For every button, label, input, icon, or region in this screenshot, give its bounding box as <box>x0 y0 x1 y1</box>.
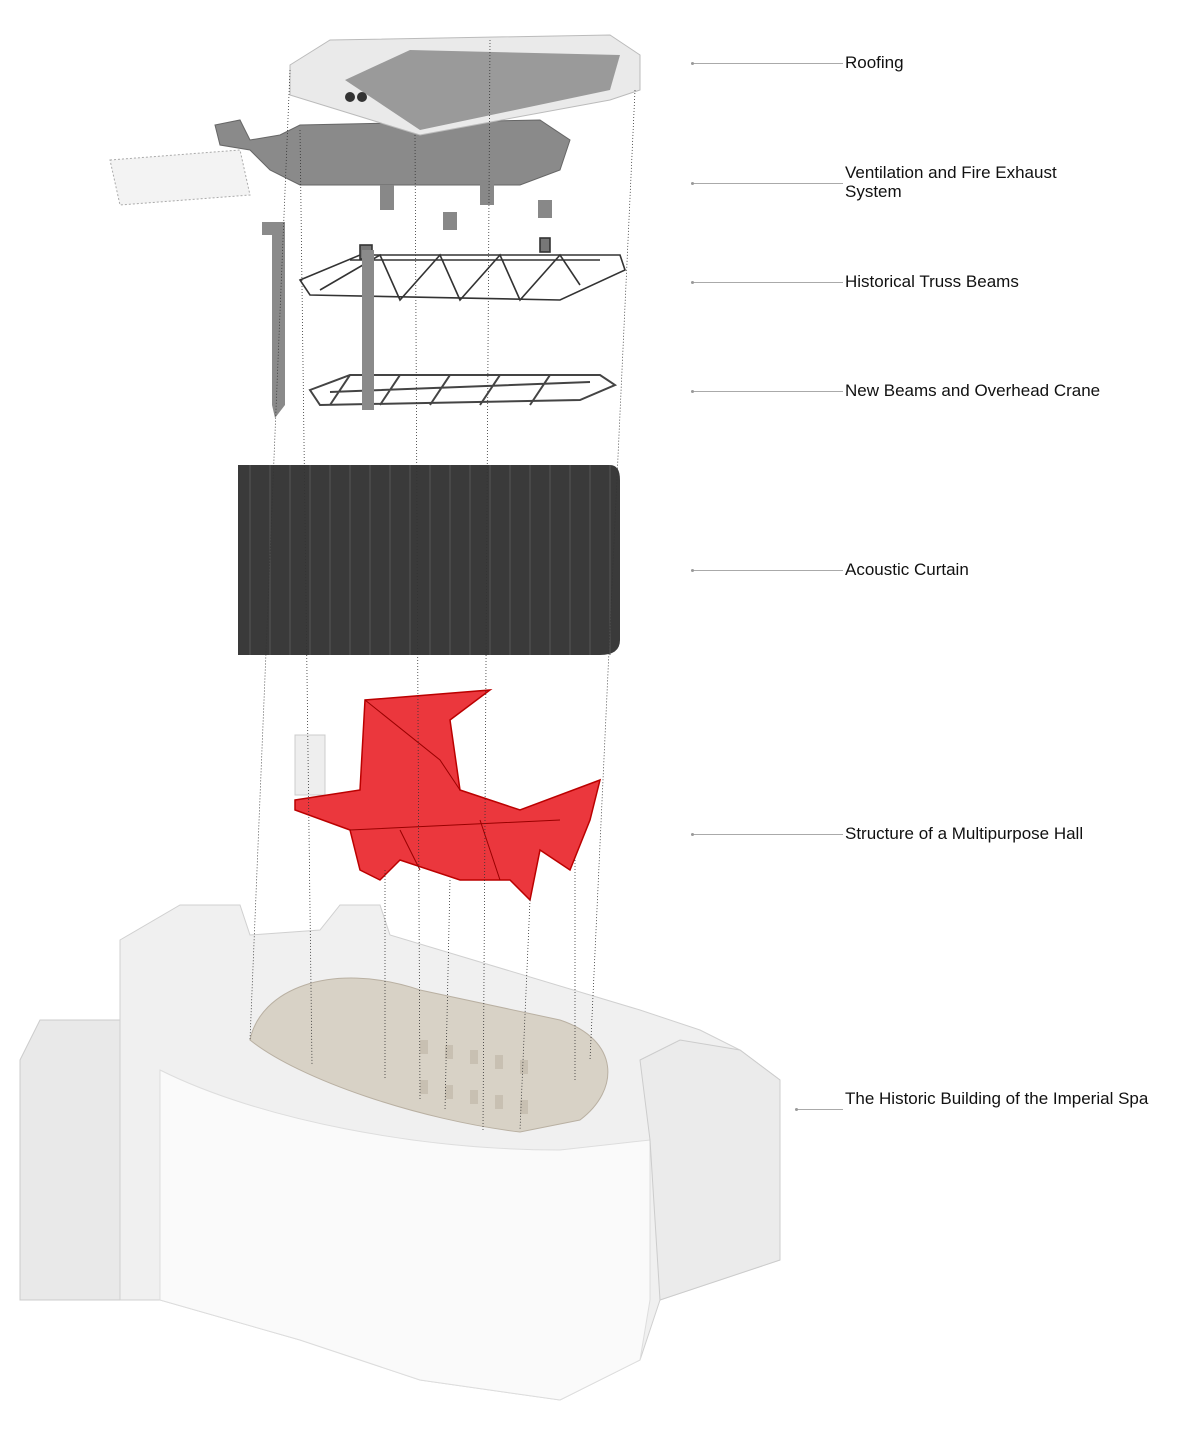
label-multipurpose-hall: Structure of a Multipurpose Hall <box>845 824 1084 843</box>
multipurpose-hall-structure <box>294 689 602 902</box>
leader-line-ventilation <box>691 182 843 185</box>
leader-line-building <box>795 1108 843 1111</box>
label-historic-building: The Historic Building of the Imperial Sp… <box>845 1089 1149 1108</box>
label-roofing: Roofing <box>845 53 904 72</box>
label-new-beams: New Beams and Overhead Crane <box>845 381 1101 400</box>
leader-line-new-beams <box>691 390 843 393</box>
leader-line-truss <box>691 281 843 284</box>
historic-building <box>19 904 781 1401</box>
label-truss-beams: Historical Truss Beams <box>845 272 1019 291</box>
roofing <box>289 34 641 136</box>
acoustic-curtain <box>238 465 620 655</box>
leader-line-roofing <box>691 62 843 65</box>
leader-line-hall <box>691 833 843 836</box>
leader-line-curtain <box>691 569 843 572</box>
label-acoustic-curtain: Acoustic Curtain <box>845 560 969 579</box>
label-ventilation: Ventilation and Fire Exhaust System <box>845 163 1057 201</box>
ventilation-system <box>109 119 571 418</box>
new-beams-crane <box>308 374 618 407</box>
historical-truss-beams <box>298 237 626 302</box>
projection-lines <box>249 39 636 1131</box>
